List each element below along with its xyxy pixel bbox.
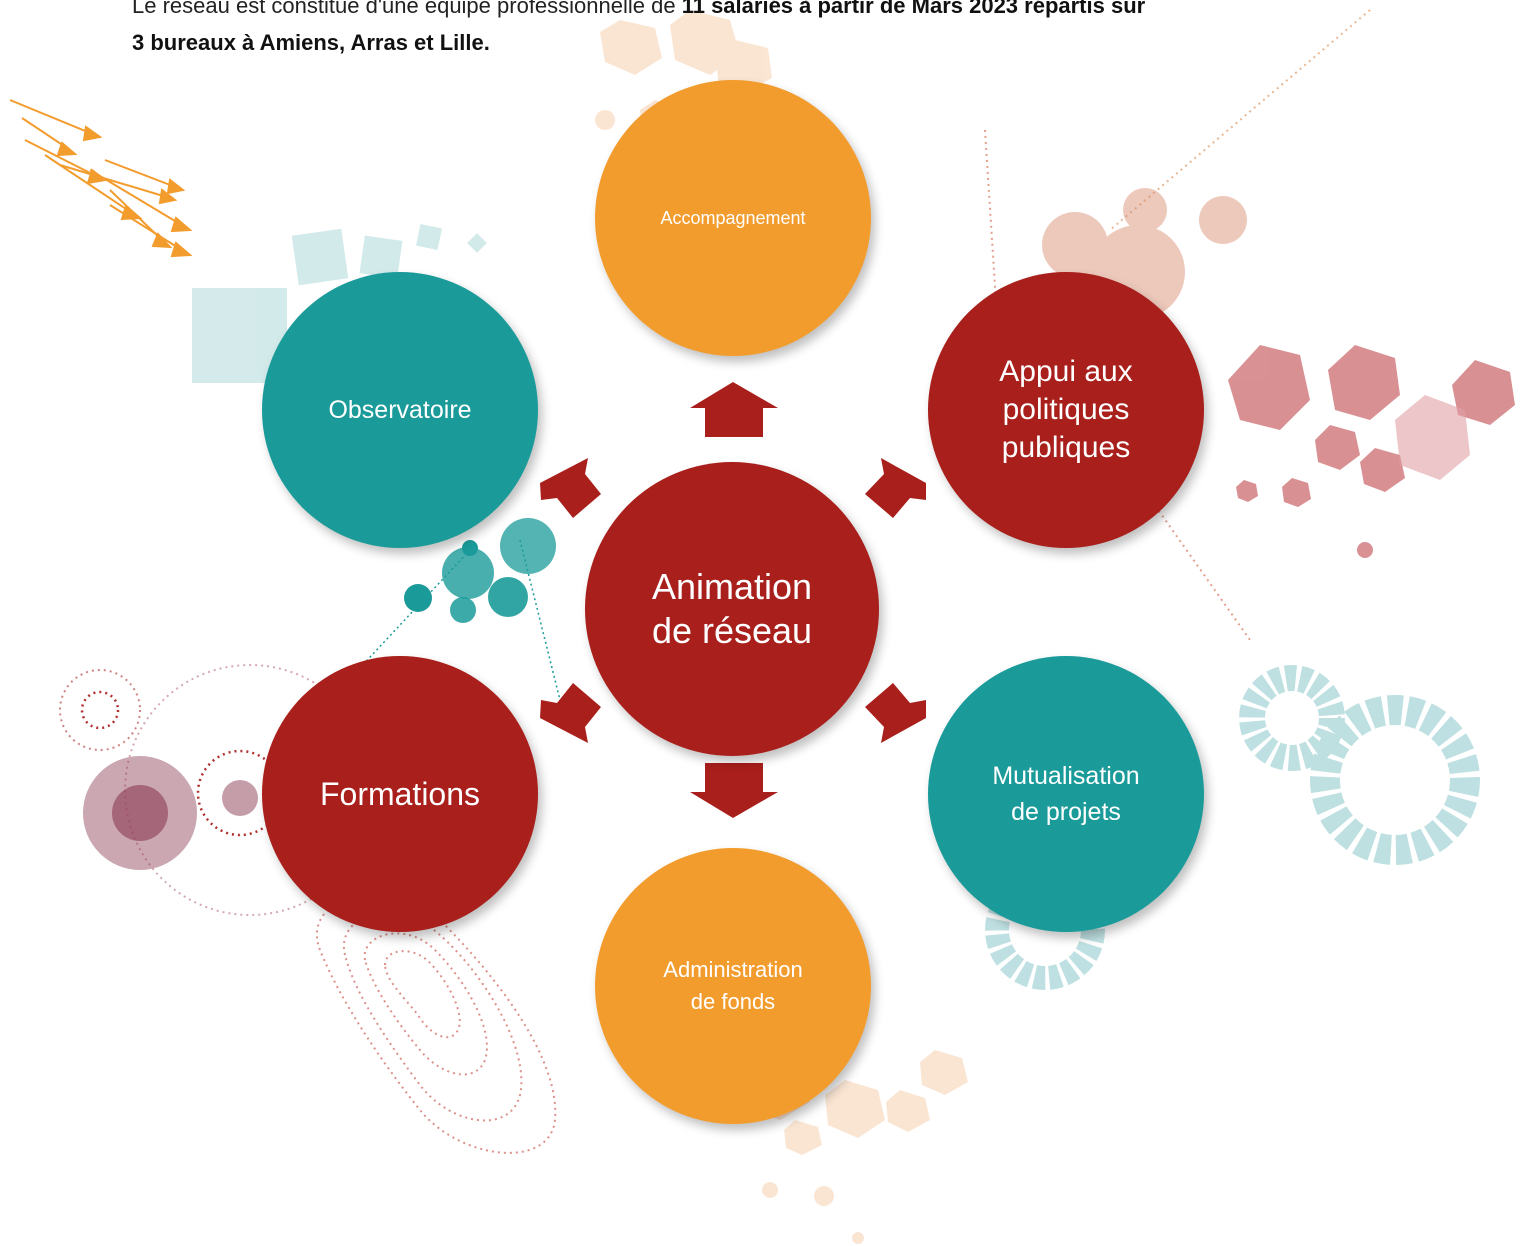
connector-arrows	[540, 382, 926, 818]
hexagon-cluster	[1228, 345, 1515, 558]
node-animation-reseau: Animation de réseau	[585, 462, 879, 756]
node-label: Administration de fonds	[663, 957, 803, 1014]
intro-text: Le réseau est constitué d'une équipe pro…	[132, 0, 1382, 61]
node-label: Appui aux politiques publiques	[999, 355, 1133, 464]
intro-line1-prefix: Le réseau est constitué d'une équipe pro…	[132, 0, 682, 18]
node-mutualisation: Mutualisation de projets	[928, 656, 1204, 932]
node-accompagnement: Accompagnement	[595, 80, 871, 356]
arrow-up	[690, 382, 778, 437]
contour-lines	[316, 893, 557, 1154]
center-label: Animation de réseau	[651, 566, 813, 651]
node-label: Observatoire	[328, 395, 472, 424]
intro-line1-bold: 11 salariés à partir de Mars 2023 répart…	[681, 0, 1146, 18]
arrow-down-right	[865, 683, 926, 743]
node-administration: Administration de fonds	[595, 848, 871, 1124]
arrow-down	[690, 763, 778, 818]
arrow-streaks	[9, 99, 193, 258]
dotted-line	[1109, 9, 1371, 231]
intro-line2-bold: 3 bureaux à Amiens, Arras et Lille.	[132, 30, 490, 55]
arrow-up-left	[540, 458, 601, 518]
arrow-down-left	[540, 683, 601, 743]
node-label: Accompagnement	[660, 207, 806, 228]
arrow-up-right	[865, 458, 926, 518]
circle-cluster	[404, 518, 556, 623]
node-formations: Formations	[262, 656, 538, 932]
node-label: Mutualisation de projets	[992, 762, 1140, 826]
node-appui-politiques: Appui aux politiques publiques	[928, 272, 1204, 548]
node-observatoire: Observatoire	[262, 272, 538, 548]
circle-cluster	[59, 664, 376, 916]
hexagon-cluster	[595, 10, 772, 140]
node-label: Formations	[319, 775, 481, 812]
